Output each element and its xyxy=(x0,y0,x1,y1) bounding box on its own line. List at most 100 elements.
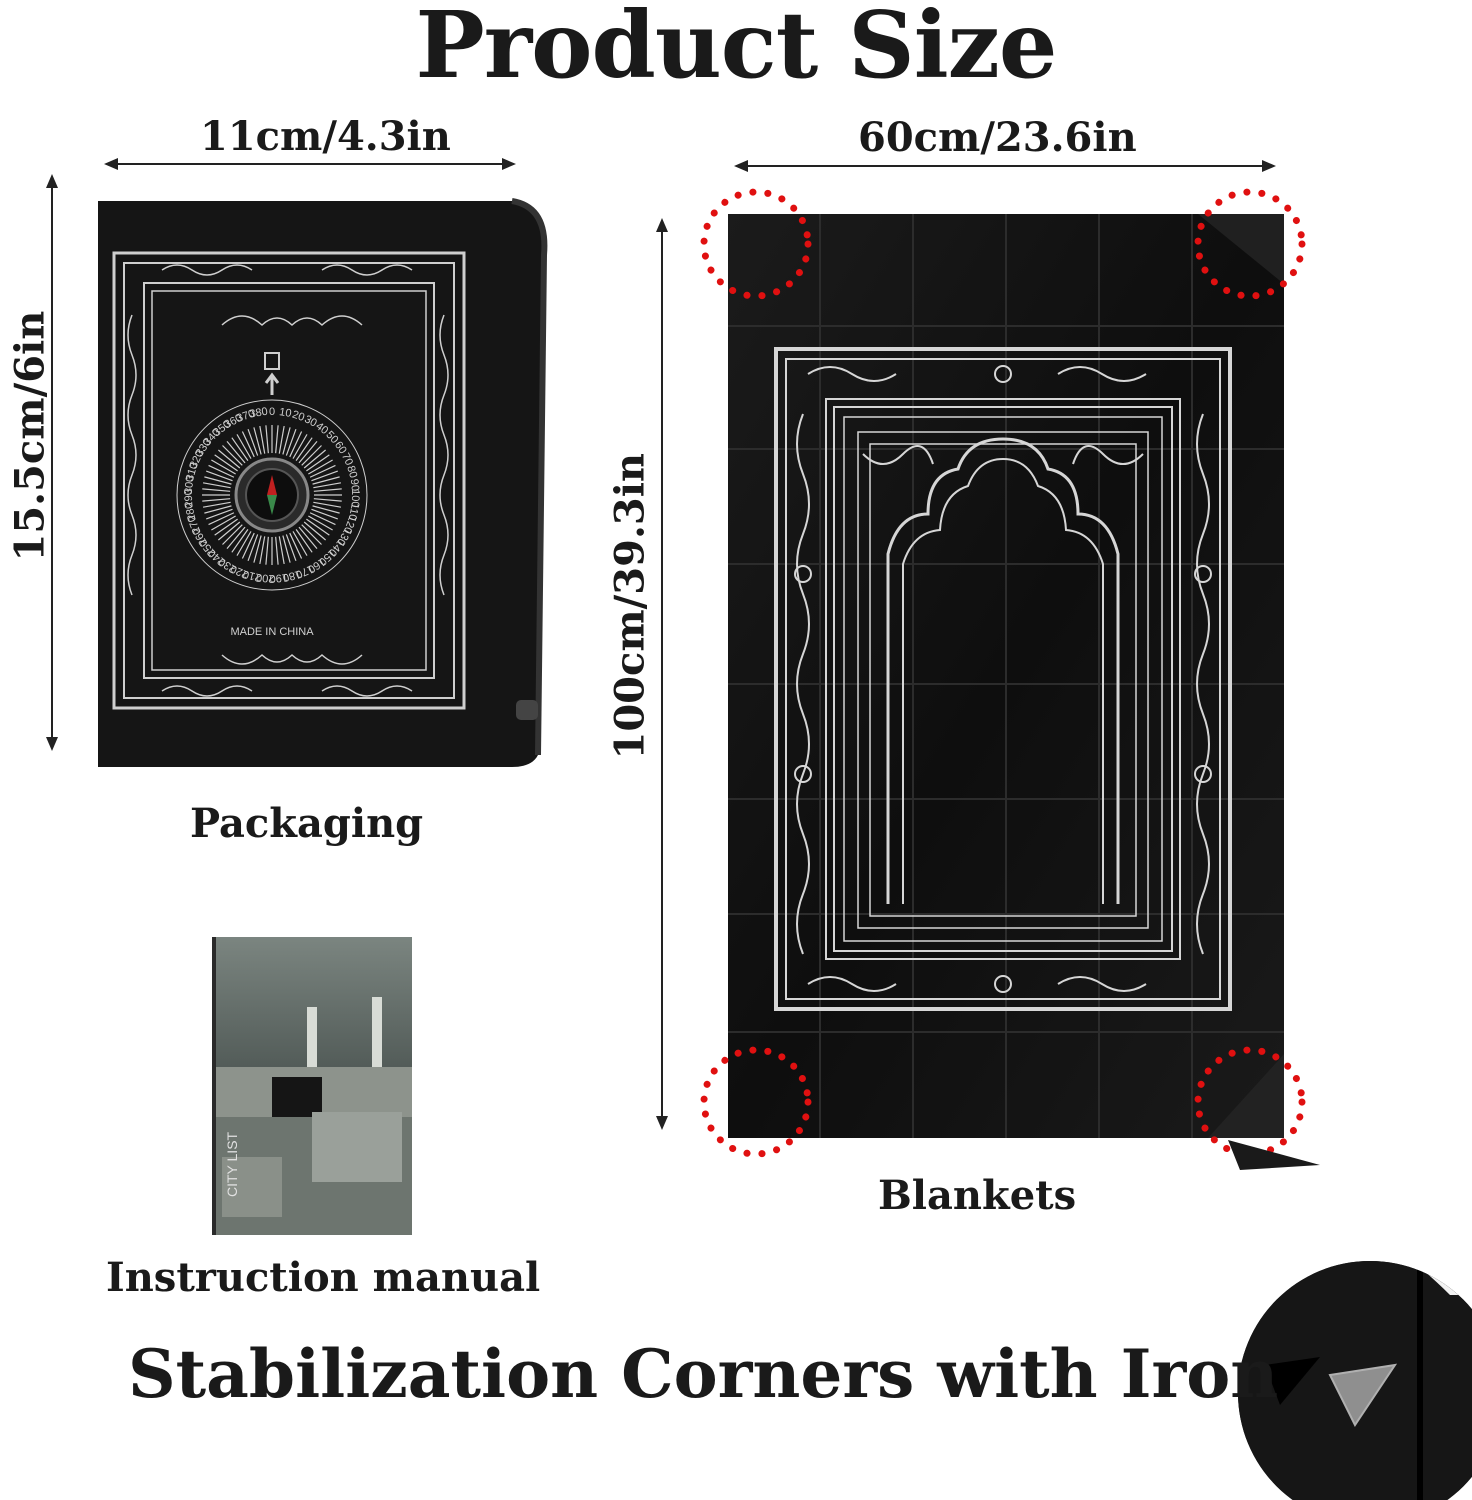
compass-tick xyxy=(303,449,327,469)
compass-tick xyxy=(211,459,236,475)
compass-tick xyxy=(306,454,330,472)
compass-tick xyxy=(226,526,246,550)
blanket-width-arrow xyxy=(734,160,1276,172)
compass-tick xyxy=(282,427,291,455)
compass-tick xyxy=(247,429,259,456)
packaging-height-label: 15.5cm/6in xyxy=(6,310,54,562)
compass-number: 80 xyxy=(344,464,359,479)
compass-tick xyxy=(206,508,233,520)
compass-tick xyxy=(278,536,285,565)
compass-number: 0 xyxy=(269,406,275,418)
compass-tick xyxy=(226,440,246,464)
compass-tick xyxy=(289,431,303,458)
prayer-blanket xyxy=(728,214,1284,1138)
manual-caption: Instruction manual xyxy=(106,1254,541,1301)
compass-number: 90 xyxy=(348,478,361,492)
blanket-height-arrow xyxy=(656,218,668,1130)
compass-tick xyxy=(217,521,241,541)
compass-number: 70 xyxy=(339,451,355,467)
compass-tick xyxy=(214,454,238,472)
compass-tick xyxy=(211,515,236,531)
packaging-width-label: 11cm/4.3in xyxy=(200,113,451,160)
compass-tick xyxy=(265,536,269,565)
packaging-caption: Packaging xyxy=(190,800,424,847)
compass-number: 190 xyxy=(269,571,288,584)
compass-tick xyxy=(309,512,336,526)
compass-tick xyxy=(231,437,249,461)
compass-tick xyxy=(253,427,262,455)
blanket-caption: Blankets xyxy=(878,1172,1077,1219)
compass-tick xyxy=(236,531,252,556)
compass-number: 370 xyxy=(235,408,256,425)
compass-tick xyxy=(282,535,291,563)
compass-number: 100 xyxy=(349,489,362,508)
corner-zoom-callout xyxy=(1120,1125,1472,1500)
compass-tick xyxy=(308,515,333,531)
compass-tick xyxy=(285,534,297,561)
compass-tick xyxy=(311,508,338,520)
compass-tick xyxy=(298,526,318,550)
compass-tick xyxy=(306,518,330,536)
compass-tick xyxy=(247,534,259,561)
compass-number: 210 xyxy=(242,568,263,584)
page-title: Product Size xyxy=(415,0,1058,99)
compass-number: 40 xyxy=(313,420,330,437)
compass-tick xyxy=(312,476,340,485)
compass-tick xyxy=(202,498,231,502)
packaging-width-arrow xyxy=(104,158,516,170)
compass-tick xyxy=(204,505,232,514)
compass-number: 310 xyxy=(184,461,201,482)
compass-tick xyxy=(253,535,262,563)
compass-tick xyxy=(208,464,235,478)
compass-tick xyxy=(222,524,243,545)
compass-tick xyxy=(275,536,279,565)
manual-cover-text: CITY LIST xyxy=(224,1131,240,1197)
compass-tick xyxy=(259,536,266,565)
compass-tick xyxy=(236,434,252,459)
blanket-width-label: 60cm/23.6in xyxy=(858,114,1137,161)
compass-tick xyxy=(241,532,255,559)
compass-tick xyxy=(292,531,308,556)
compass-tick xyxy=(222,445,243,466)
compass-number: 300 xyxy=(183,475,197,495)
compass-tick xyxy=(301,524,322,545)
compass-tick xyxy=(202,482,231,489)
compass-tick xyxy=(259,425,266,454)
compass-tick xyxy=(313,498,342,502)
compass-tick xyxy=(295,529,313,553)
compass-tick xyxy=(204,476,232,485)
compass-tick xyxy=(303,521,327,541)
compass-tick xyxy=(312,505,340,514)
compass-tick xyxy=(311,470,338,482)
compass-tick xyxy=(241,431,255,458)
compass-tick xyxy=(278,425,285,454)
compass-number: 110 xyxy=(346,502,361,522)
compass-tick xyxy=(289,532,303,559)
compass-number: 180 xyxy=(282,568,303,584)
corner-highlight-top-left xyxy=(700,188,812,300)
compass-tick xyxy=(206,470,233,482)
blanket-height-label: 100cm/39.3in xyxy=(606,453,654,760)
compass-number: 20 xyxy=(291,409,306,424)
compass-tick xyxy=(301,445,322,466)
compass-tick xyxy=(292,434,308,459)
compass-tick xyxy=(208,512,235,526)
corner-highlight-bottom-left xyxy=(700,1046,812,1158)
compass-tick xyxy=(313,482,342,489)
compass-tick xyxy=(313,488,342,492)
compass-number: 290 xyxy=(183,489,196,508)
compass-tick xyxy=(214,518,238,536)
compass-tick xyxy=(295,437,313,461)
corner-highlight-bottom-right xyxy=(1194,1046,1306,1158)
compass-tick xyxy=(202,488,231,492)
compass-tick xyxy=(309,464,336,478)
compass-tick xyxy=(275,425,279,454)
compass-number: 10 xyxy=(278,406,292,420)
corner-highlight-top-right xyxy=(1194,188,1306,300)
compass-tick xyxy=(308,459,333,475)
compass-number: 60 xyxy=(332,439,349,456)
compass-tick xyxy=(202,501,231,508)
compass-tick xyxy=(298,440,318,464)
manual-booklet: CITY LIST xyxy=(212,937,412,1235)
compass-number: 280 xyxy=(183,501,198,521)
